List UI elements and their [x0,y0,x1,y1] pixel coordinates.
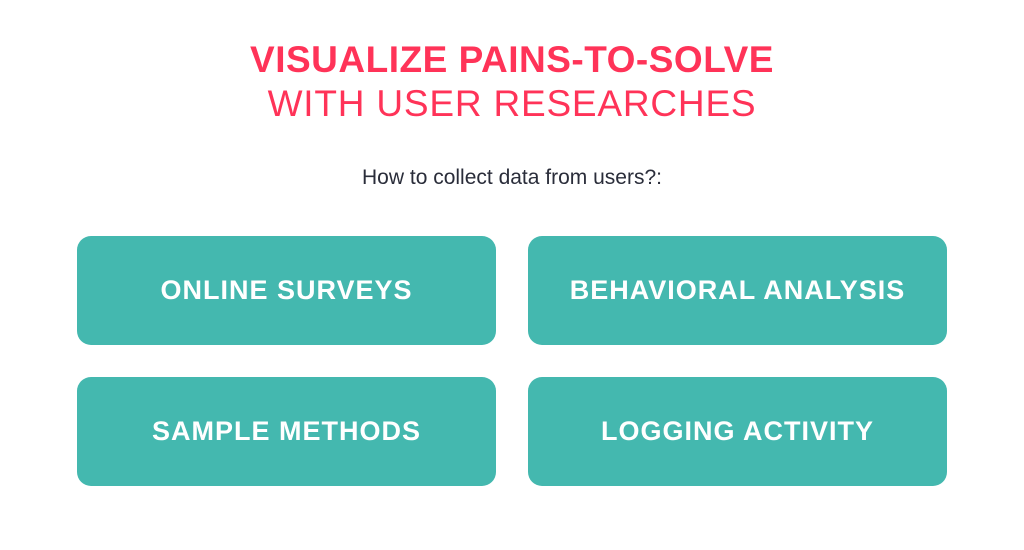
card-label: LOGGING ACTIVITY [600,416,874,446]
card-label: ONLINE SURVEYS [160,275,413,305]
card-logging-activity: LOGGING ACTIVITY [528,377,947,486]
card-label: SAMPLE METHODS [151,416,421,446]
card-behavioral-analysis: BEHAVIORAL ANALYSIS [528,236,947,345]
title-line-1: VISUALIZE PAINS-TO-SOLVE [250,39,774,80]
card-label: BEHAVIORAL ANALYSIS [569,275,906,305]
title-line-2: WITH USER RESEARCHES [267,83,757,124]
card-online-surveys: ONLINE SURVEYS [77,236,496,345]
subtitle: How to collect data from users?: [362,166,662,189]
card-sample-methods: SAMPLE METHODS [77,377,496,486]
